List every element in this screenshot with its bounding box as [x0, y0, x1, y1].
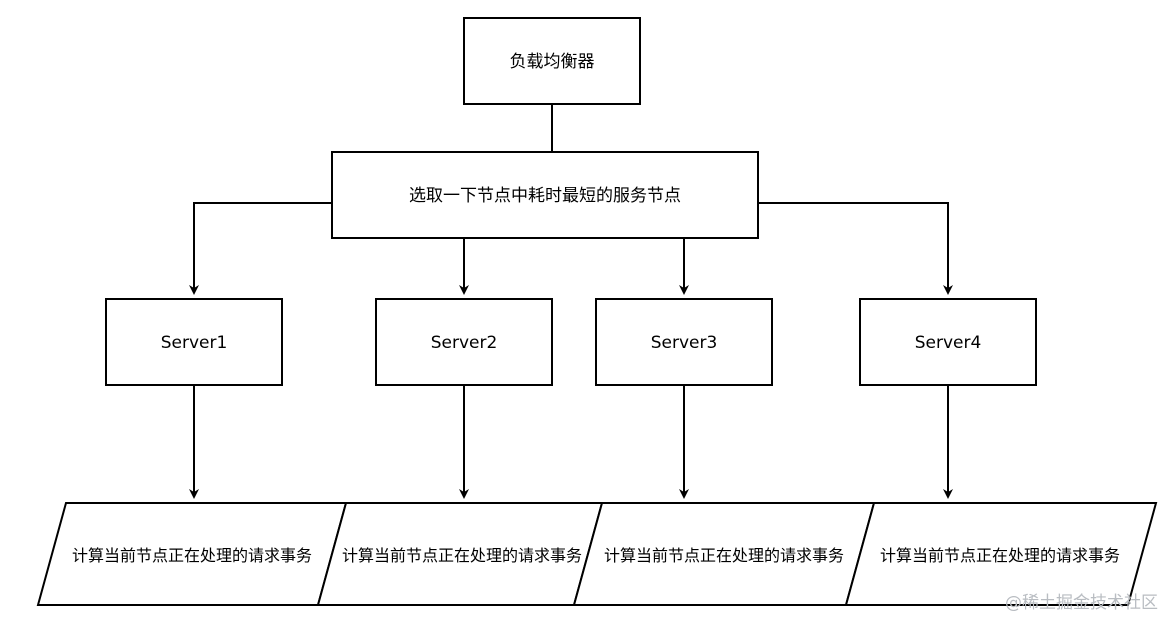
server3-label: Server3 [651, 333, 718, 353]
task4-node: 计算当前节点正在处理的请求事务 [844, 502, 1158, 606]
server1-node: Server1 [105, 298, 283, 386]
task2-node: 计算当前节点正在处理的请求事务 [316, 502, 604, 606]
arrow-selector-to-server1 [189, 202, 332, 295]
load-balancer-label: 负载均衡器 [510, 52, 595, 72]
server2-label: Server2 [431, 333, 498, 353]
task2-label: 计算当前节点正在处理的请求事务 [342, 546, 582, 565]
server4-label: Server4 [915, 333, 982, 353]
selector-label: 选取一下节点中耗时最短的服务节点 [409, 186, 681, 206]
task1-node: 计算当前节点正在处理的请求事务 [36, 502, 348, 606]
task3-label: 计算当前节点正在处理的请求事务 [604, 546, 844, 565]
server4-node: Server4 [859, 298, 1037, 386]
task4-label: 计算当前节点正在处理的请求事务 [880, 546, 1120, 565]
load-balancer-node: 负载均衡器 [463, 17, 641, 105]
watermark: @稀土掘金技术社区 [1005, 593, 1158, 613]
task3-node: 计算当前节点正在处理的请求事务 [572, 502, 876, 606]
selector-node: 选取一下节点中耗时最短的服务节点 [331, 151, 759, 239]
server3-node: Server3 [595, 298, 773, 386]
arrow-selector-to-server4 [758, 202, 953, 295]
task1-label: 计算当前节点正在处理的请求事务 [72, 546, 312, 565]
server1-label: Server1 [161, 333, 228, 353]
server2-node: Server2 [375, 298, 553, 386]
